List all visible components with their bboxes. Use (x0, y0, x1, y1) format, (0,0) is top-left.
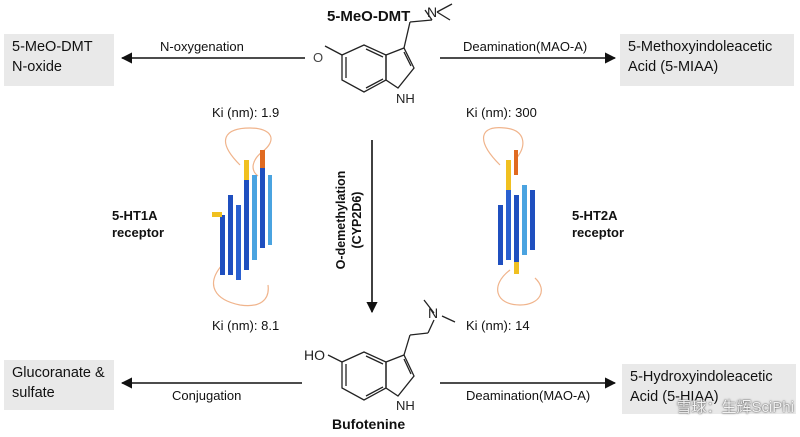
ki-bottom-left: Ki (nm): 8.1 (212, 318, 280, 333)
product-box-5-miaa: 5-Methoxyindoleacetic Acid (5-MIAA) (620, 34, 794, 86)
molecule-title-bufotenine: Bufotenine (332, 416, 406, 432)
nh-top-label: NH (396, 91, 415, 106)
protein-5-ht1a (212, 127, 272, 307)
receptor-5-ht1a-word: receptor (112, 225, 165, 240)
protein-5-ht2a (482, 127, 542, 306)
amine-n-top-label: N (427, 4, 437, 20)
reaction-conjugation: Conjugation (172, 388, 242, 403)
cyp2d6-label: (CYP2D6) (350, 192, 364, 249)
nh-bottom-label: NH (396, 398, 415, 413)
amine-n-bottom-label: N (428, 305, 438, 321)
ho-label: HO (304, 347, 325, 363)
receptor-5-ht2a-name: 5-HT2A (572, 208, 618, 223)
o-demethylation-label: O-demethylation (334, 171, 348, 270)
product-glucoranate-line2: sulfate (12, 385, 55, 401)
molecule-title-5-meo-dmt: 5-MeO-DMT (327, 8, 411, 25)
watermark: 雪球：生辉SciPhi (676, 399, 794, 416)
receptor-5-ht1a-name: 5-HT1A (112, 208, 158, 223)
ki-top-right: Ki (nm): 300 (466, 105, 537, 120)
product-box-5-hiaa: 5-Hydroxyindoleacetic Acid (5-HIAA) (622, 364, 796, 414)
reaction-deamination-top: Deamination(MAO-A) (463, 39, 588, 54)
reaction-n-oxygenation: N-oxygenation (160, 39, 244, 54)
product-5-hiaa-line1: 5-Hydroxyindoleacetic (630, 369, 773, 385)
product-box-n-oxide: 5-MeO-DMT N-oxide (4, 34, 114, 86)
product-n-oxide-line2: N-oxide (12, 59, 62, 75)
structure-bufotenine (327, 299, 456, 401)
product-box-glucoranate: Glucoranate & sulfate (4, 360, 114, 410)
product-glucoranate-line1: Glucoranate & (12, 365, 105, 381)
ki-top-left: Ki (nm): 1.9 (212, 105, 280, 120)
product-5-hiaa-line2: Acid (5-HIAA) (630, 389, 719, 405)
product-5-miaa-line1: 5-Methoxyindoleacetic (628, 39, 773, 55)
product-n-oxide-line1: 5-MeO-DMT (12, 39, 93, 55)
methoxy-o-label: O (313, 50, 323, 65)
structure-5-meo-dmt (324, 3, 453, 93)
receptor-5-ht2a-word: receptor (572, 225, 625, 240)
reaction-deamination-bottom: Deamination(MAO-A) (466, 388, 591, 403)
product-5-miaa-line2: Acid (5-MIAA) (628, 59, 719, 75)
ki-bottom-right: Ki (nm): 14 (466, 318, 530, 333)
